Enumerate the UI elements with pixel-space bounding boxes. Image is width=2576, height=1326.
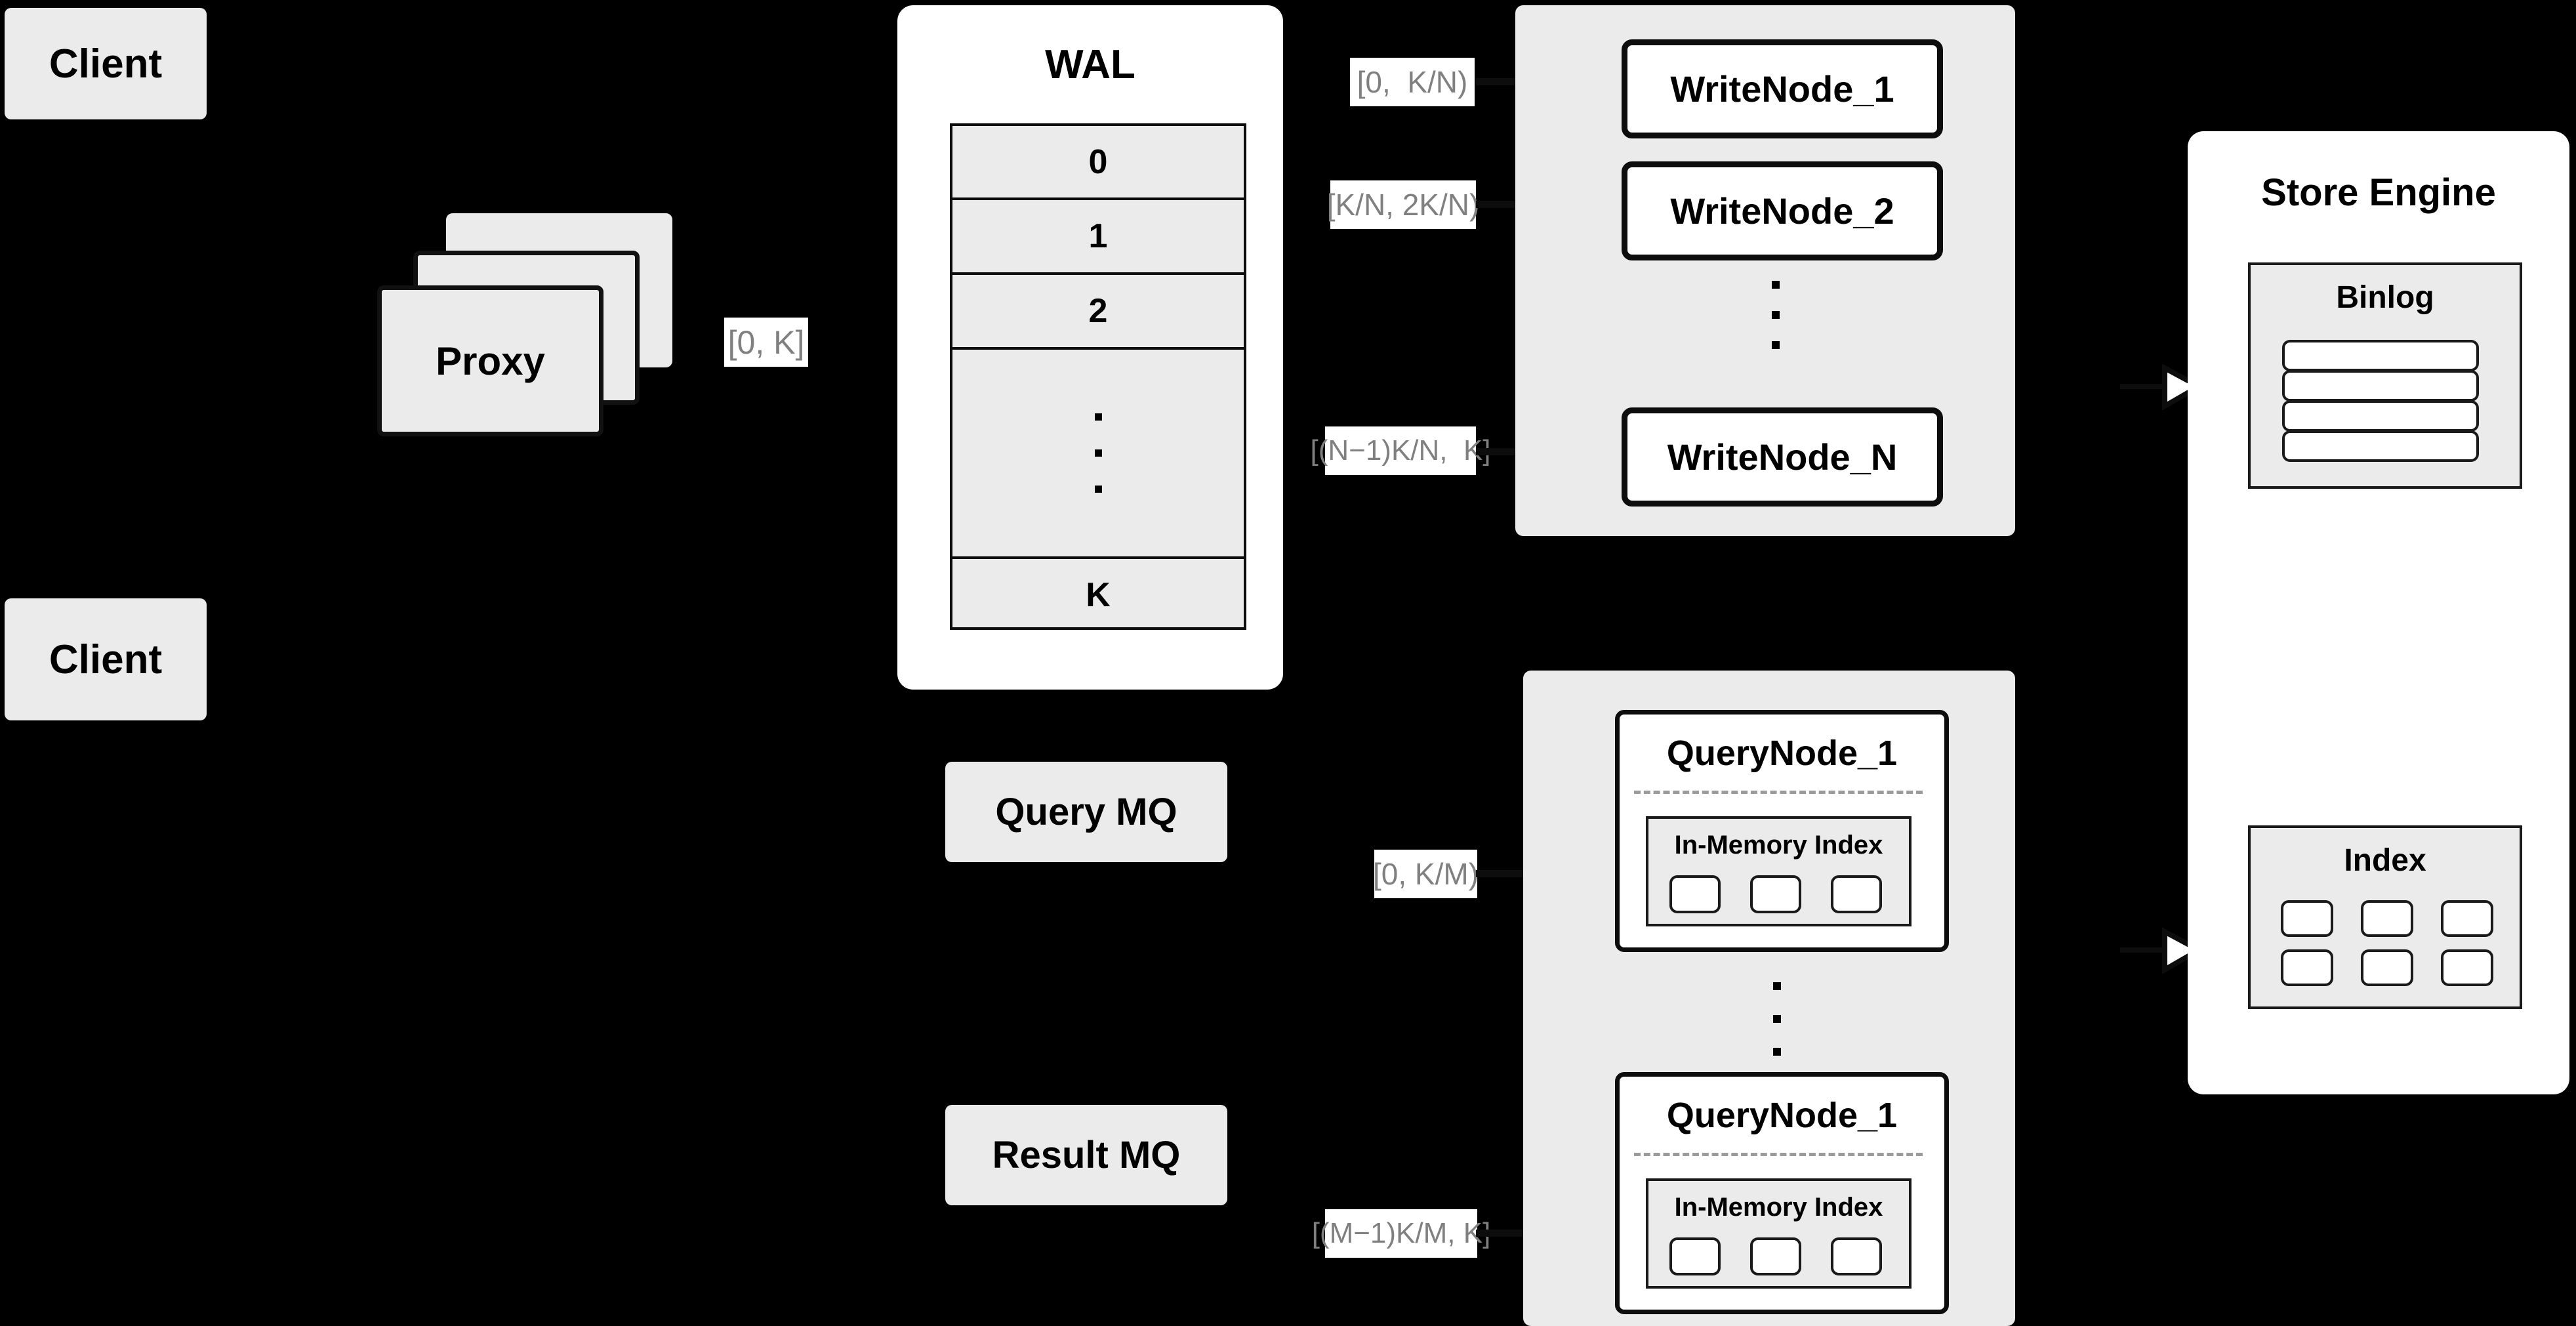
edge-label-text: [0, K/N) [1357,65,1468,99]
wal-row-value: 1 [1088,217,1108,255]
index-slot [1669,875,1721,913]
wal-row-ellipsis [952,350,1244,559]
client-label: Client [49,41,163,87]
query-mq-label: Query MQ [995,791,1177,833]
wal-row: 0 [952,126,1244,200]
wal-row-value: K [1086,576,1111,614]
wal-row: 2 [952,275,1244,350]
edge-label-proxy-range: [0, K] [724,318,808,367]
index-slot [2281,900,2333,937]
in-memory-index-title: In-Memory Index [1674,1193,1883,1222]
client-box-1[interactable]: Client [5,8,207,119]
write-node-1-card[interactable]: WriteNode_1 [1622,39,1943,138]
wal-title: WAL [1045,42,1135,87]
query-node-1-card[interactable]: QueryNode_1 In-Memory Index [1615,710,1949,952]
edge-label-text: [0, K/M) [1372,857,1479,891]
binlog-box: Binlog [2248,262,2522,489]
proxy-label: Proxy [436,339,545,383]
edge-label-text: [0, K] [727,323,805,361]
query-node-label: QueryNode_1 [1666,734,1898,773]
write-node-n-card[interactable]: WriteNode_N [1622,407,1943,507]
arrow-head-binlog [2162,363,2205,413]
query-node-separator [1634,791,1923,794]
index-slot [2441,949,2493,986]
index-slot [2441,900,2493,937]
query-node-separator [1634,1153,1923,1156]
binlog-entry [2282,340,2479,371]
index-title: Index [2344,843,2426,878]
index-slot [1669,1237,1721,1275]
wal-panel: WAL 0 1 2 K [897,5,1283,690]
wal-row: 1 [952,200,1244,275]
store-engine-title: Store Engine [2261,171,2496,214]
index-box: Index [2248,825,2522,1009]
edge-label-writenode-n-range: [(N−1)K/N, K] [1310,426,1491,475]
query-node-label: QueryNode_1 [1666,1096,1898,1135]
proxy-card[interactable]: Proxy [377,285,603,436]
wal-row-value: 2 [1088,292,1108,330]
index-slot [2281,949,2333,986]
store-engine-panel: Store Engine Binlog Index [2188,131,2569,1094]
result-mq-label: Result MQ [992,1134,1181,1176]
arrow-line-binlog [2120,384,2166,389]
client-box-2[interactable]: Client [5,598,207,720]
index-slot [2361,900,2413,937]
edge-label-querynode-1-range: [0, K/M) [1372,850,1479,898]
edge-label-text: [(M−1)K/M, K] [1311,1217,1491,1249]
arrow-head-index [2162,927,2205,977]
write-node-label: WriteNode_1 [1670,68,1894,110]
edge-label-text: [K/N, 2K/N) [1326,188,1480,222]
query-node-ellipsis [1773,982,1781,1056]
write-node-ellipsis [1772,281,1780,349]
write-node-label: WriteNode_N [1667,436,1898,478]
arrow-line-index [2120,947,2166,953]
in-memory-index-box-2: In-Memory Index [1646,1178,1912,1289]
index-slot [2361,949,2413,986]
edge-label-text: [(N−1)K/N, K] [1310,434,1491,466]
edge-label-writenode-2-range: [K/N, 2K/N) [1327,180,1479,229]
query-mq-box[interactable]: Query MQ [945,762,1227,862]
wal-table: 0 1 2 K [950,123,1246,630]
result-mq-box[interactable]: Result MQ [945,1105,1227,1205]
wal-row-value: 0 [1088,142,1108,181]
write-node-label: WriteNode_2 [1670,190,1894,232]
binlog-title: Binlog [2336,280,2434,315]
query-node-group: QueryNode_1 In-Memory Index QueryNode_1 [1523,671,2015,1326]
edge-label-writenode-1-range: [0, K/N) [1350,58,1475,106]
edge-label-querynode-m-range: [(M−1)K/M, K] [1312,1209,1490,1258]
binlog-entry [2282,370,2479,402]
index-slot [1750,1237,1801,1275]
write-node-2-card[interactable]: WriteNode_2 [1622,161,1943,260]
query-node-m-card[interactable]: QueryNode_1 In-Memory Index [1615,1072,1949,1314]
index-slot [1831,875,1882,913]
in-memory-index-title: In-Memory Index [1674,831,1883,860]
index-slot [1831,1237,1882,1275]
wal-row: K [952,559,1244,631]
client-label: Client [49,636,163,682]
write-node-group: WriteNode_1 WriteNode_2 WriteNode_N [1515,5,2015,536]
in-memory-index-box-1: In-Memory Index [1646,816,1912,926]
index-slot [1750,875,1801,913]
proxy-stack[interactable]: Proxy [377,213,672,436]
binlog-entry [2282,400,2479,432]
binlog-entry [2282,430,2479,462]
